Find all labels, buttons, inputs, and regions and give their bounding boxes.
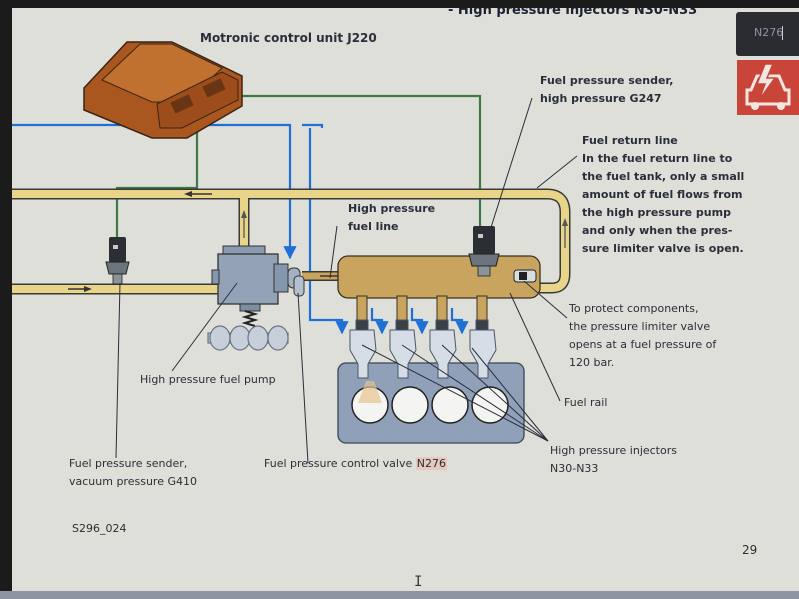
fuel-lines [12,188,571,295]
label-fuel-return-line: Fuel return line [582,134,678,147]
camshaft-illustration [207,325,289,351]
wire-green-g410 [115,99,204,253]
return-line-desc: In the fuel return line to [582,152,733,165]
label-injectors-codes: N30-N33 [550,462,599,475]
label-fuel-rail: Fuel rail [564,396,608,409]
label-hp-fuel-pump: High pressure fuel pump [140,373,276,386]
ecu-j220-illustration [83,41,243,139]
sensor-g410-illustration [105,237,130,285]
limiter-note: opens at a fuel pressure of [569,338,717,351]
label-g247-line1: Fuel pressure sender, [540,74,674,87]
label-g410-line2: vacuum pressure G410 [69,475,197,488]
mouse-ibeam-cursor: I [414,574,423,590]
wire-blue-injectors [308,128,349,335]
section-heading: - High pressure injectors N30-N33 [448,8,698,18]
label-hp-fuel-line-2: fuel line [348,220,399,233]
engine-block-illustration [337,362,525,444]
return-line-desc: and only when the pres- [582,224,733,237]
document-page: - High pressure injectors N30-N33 Motron… [12,8,799,592]
label-ecu-j220: Motronic control unit J220 [200,31,377,45]
return-line-desc: the fuel tank, only a small [582,170,745,183]
pressure-limiter-valve-illustration [513,269,537,283]
limiter-note: 120 bar. [569,356,615,369]
label-g247-line2: high pressure G247 [540,92,662,105]
return-line-desc: the high pressure pump [582,206,731,219]
electrical-warning-car-icon [737,60,799,115]
fuel-rail-illustration [337,255,541,321]
wire-green-g247 [213,89,482,233]
figure-id: S296_024 [72,522,127,535]
sensor-g247-illustration [468,226,500,277]
limiter-note: To protect components, [569,302,699,315]
fuel-system-diagram [12,41,578,464]
return-line-desc: amount of fuel flows from [582,188,743,201]
label-injectors: High pressure injectors [550,444,677,457]
label-hp-fuel-line: High pressure [348,202,436,215]
text-caret [782,26,783,40]
search-input[interactable]: N276 [736,12,799,56]
taskbar-strip [0,591,799,599]
high-pressure-pump-illustration [207,245,305,351]
return-line-desc: sure limiter valve is open. [582,242,744,255]
search-input-value: N276 [754,26,784,39]
label-control-valve-text: Fuel pressure control valve [264,457,416,470]
injectors-illustration [349,319,497,379]
label-control-valve: Fuel pressure control valve N276 [264,455,447,473]
leader-lines [115,97,578,464]
page-number: 29 [742,543,758,557]
search-match-highlight: N276 [415,457,447,470]
limiter-note: the pressure limiter valve [569,320,711,333]
label-g410-line1: Fuel pressure sender, [69,457,188,470]
